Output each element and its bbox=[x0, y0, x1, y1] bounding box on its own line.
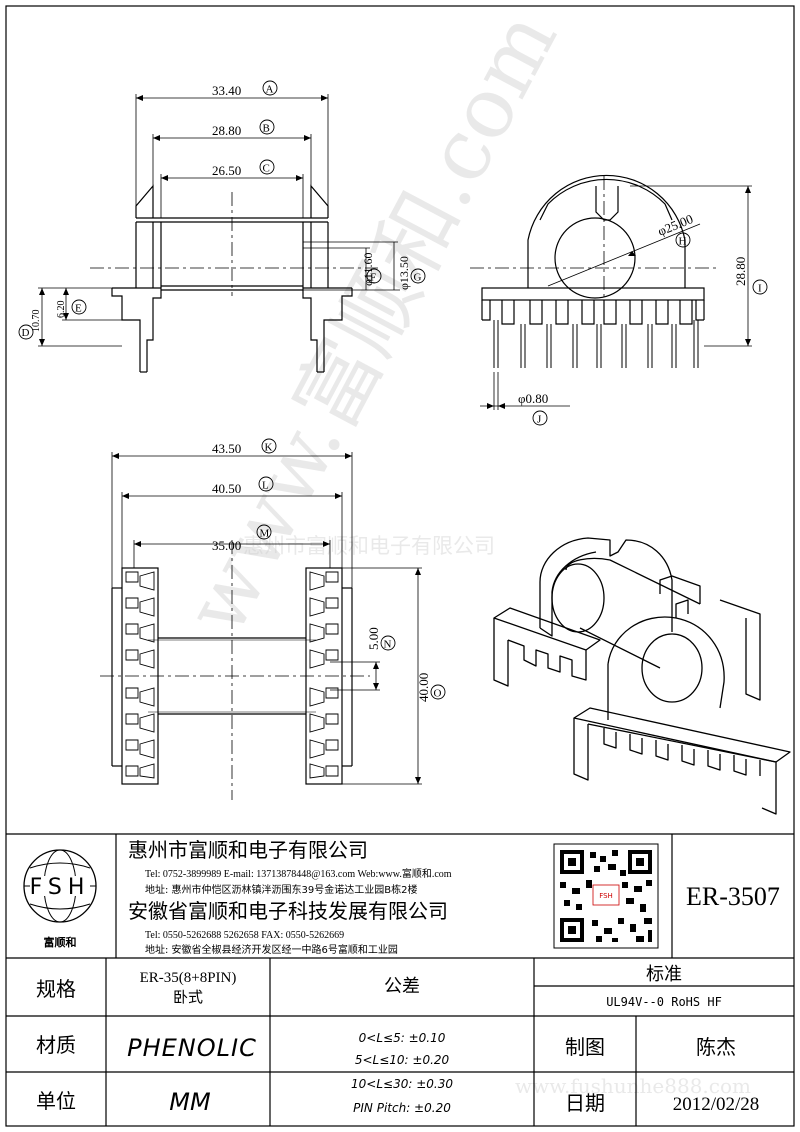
dim-a-value: 33.40 bbox=[212, 83, 241, 98]
dim-a-letter: A bbox=[266, 84, 274, 96]
drawn-label: 制图 bbox=[565, 1035, 605, 1059]
dim-n-value: 5.00 bbox=[366, 627, 381, 650]
tolerance-line-1: 0<L≤5: ±0.10 bbox=[359, 1031, 446, 1045]
dim-g-value: φ13.50 bbox=[397, 256, 411, 290]
tolerance-line-4: PIN Pitch: ±0.20 bbox=[353, 1101, 451, 1115]
company2-name: 安徽省富顺和电子科技发展有限公司 bbox=[128, 899, 448, 923]
dim-c-letter: C bbox=[263, 163, 270, 175]
company2-address: 地址: 安徽省全椒县经济开发区经一中路6号富顺和工业园 bbox=[145, 943, 398, 956]
dim-e-value: 6.20 bbox=[56, 301, 67, 319]
logo-text: FSH bbox=[30, 875, 91, 900]
top-view-labels: 43.50 K 40.50 L 35.00 M 5.00 N 40.00 O bbox=[212, 438, 446, 702]
company2-contact: Tel: 0550-5262688 5262658 FAX: 0550-5262… bbox=[145, 930, 344, 941]
part-number: ER-3507 bbox=[686, 882, 780, 911]
front-view-arrows bbox=[39, 95, 328, 346]
dim-n-letter: N bbox=[384, 639, 392, 651]
dim-b-letter: B bbox=[263, 123, 270, 135]
side-view bbox=[470, 174, 752, 410]
front-view bbox=[38, 94, 400, 373]
dim-d-letter: D bbox=[22, 327, 30, 339]
dim-e-letter: E bbox=[75, 303, 82, 315]
dim-o-letter: O bbox=[434, 688, 442, 700]
company-info: 惠州市富顺和电子有限公司 Tel: 0752-3899989 E-mail: 1… bbox=[128, 838, 452, 956]
spec-value-type: 卧式 bbox=[173, 988, 203, 1006]
front-view-labels: 33.40 A 28.80 B 26.50 C 10.70 D 6.20 E φ… bbox=[18, 80, 426, 340]
date-label: 日期 bbox=[565, 1091, 605, 1115]
dim-d-value: 10.70 bbox=[31, 310, 42, 333]
dim-b-value: 28.80 bbox=[212, 123, 241, 138]
dim-i-letter: I bbox=[758, 283, 762, 295]
spec-label: 规格 bbox=[36, 977, 76, 1001]
dim-o-value: 40.00 bbox=[416, 673, 431, 702]
dim-k-value: 43.50 bbox=[212, 441, 241, 456]
dim-l-value: 40.50 bbox=[212, 481, 241, 496]
standard-label: 标准 bbox=[646, 964, 682, 985]
logo-caption: 富顺和 bbox=[44, 935, 77, 949]
dim-l-letter: L bbox=[262, 480, 269, 492]
side-view-arrows bbox=[487, 186, 751, 409]
dim-k-letter: K bbox=[265, 442, 273, 454]
isometric-view bbox=[493, 537, 791, 815]
unit-label: 单位 bbox=[36, 1089, 76, 1113]
tolerance-label: 公差 bbox=[384, 976, 420, 997]
spec-table: 规格 ER-35(8+8PIN) 卧式 公差 0<L≤5: ±0.10 5<L≤… bbox=[36, 964, 759, 1116]
company-logo: FSH 富顺和 bbox=[23, 849, 97, 949]
dim-i-value: 28.80 bbox=[733, 257, 748, 286]
top-view bbox=[100, 452, 422, 800]
dim-j-letter: J bbox=[537, 414, 542, 426]
title-block bbox=[6, 833, 794, 1126]
standard-value: UL94V--0 RoHS HF bbox=[606, 995, 722, 1009]
tolerance-line-3: 10<L≤30: ±0.30 bbox=[351, 1077, 453, 1091]
dim-h-letter: H bbox=[679, 236, 687, 248]
watermark-bottom: www.fushunhe888.com bbox=[515, 1074, 751, 1098]
watermark-center: 惠州市富顺和电子有限公司 bbox=[243, 534, 495, 558]
dim-j-value: φ0.80 bbox=[518, 391, 548, 406]
dim-c-value: 26.50 bbox=[212, 163, 241, 178]
dim-f-letter: F bbox=[370, 272, 376, 284]
top-view-arrows bbox=[112, 453, 421, 784]
material-label: 材质 bbox=[36, 1033, 76, 1057]
dim-m-value: 35.00 bbox=[212, 538, 241, 553]
qr-code: FSH bbox=[553, 843, 659, 949]
spec-value-model: ER-35(8+8PIN) bbox=[140, 970, 237, 986]
material-value: PHENOLIC bbox=[127, 1034, 257, 1062]
company1-name: 惠州市富顺和电子有限公司 bbox=[128, 838, 368, 862]
qr-caption: FSH bbox=[599, 892, 613, 900]
date-value: 2012/02/28 bbox=[673, 1094, 760, 1115]
company1-address: 地址: 惠州市仲恺区沥林镇泮沥围东39号金诺达工业园B栋2楼 bbox=[145, 883, 418, 896]
tolerance-line-2: 5<L≤10: ±0.20 bbox=[355, 1053, 450, 1067]
dim-g-letter: G bbox=[414, 272, 422, 284]
dim-f-value: φ11.60 bbox=[361, 253, 375, 286]
company1-contact: Tel: 0752-3899989 E-mail: 13713878448@16… bbox=[145, 867, 452, 880]
dim-m-letter: M bbox=[260, 528, 270, 540]
drawn-value: 陈杰 bbox=[696, 1035, 736, 1059]
unit-value: MM bbox=[169, 1088, 211, 1116]
